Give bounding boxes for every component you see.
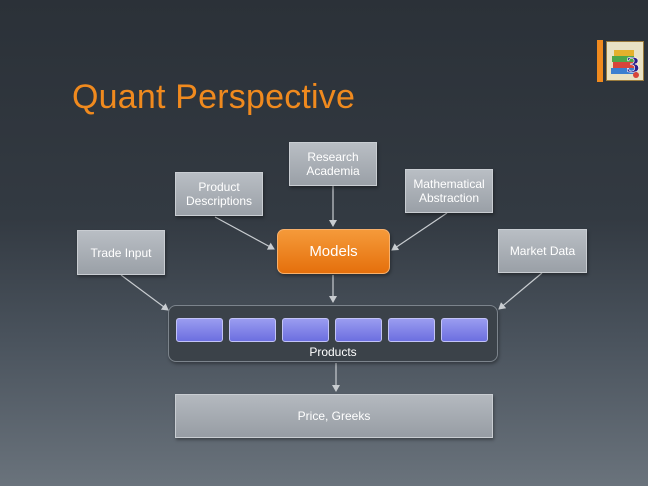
price-greeks-box: Price, Greeks (175, 394, 493, 438)
book-stack-icon: 3 (611, 50, 640, 78)
product-cell (441, 318, 488, 342)
product-cell (335, 318, 382, 342)
arrow-market-to-products (498, 272, 543, 310)
product-cell (282, 318, 329, 342)
arrow-abstraction-to-models (391, 212, 448, 251)
logo-tile: 3 (606, 41, 644, 81)
research-academia-box: Research Academia (289, 142, 377, 186)
product-cell (176, 318, 223, 342)
svg-text:3: 3 (626, 53, 640, 77)
models-box: Models (277, 229, 390, 274)
slide-title: Quant Perspective (72, 78, 356, 116)
arrow-descriptions-to-models (214, 216, 275, 250)
product-cell (388, 318, 435, 342)
trade-input-box: Trade Input (77, 230, 165, 275)
logo-accent-bar (597, 40, 603, 82)
product-cells (176, 318, 488, 342)
product-cell (229, 318, 276, 342)
products-label: Products (309, 345, 357, 359)
book-stack-logo-icon: 3 (597, 40, 645, 82)
market-data-box: Market Data (498, 229, 587, 273)
arrow-trade-to-products (120, 274, 169, 311)
product-descriptions-box: Product Descriptions (175, 172, 263, 216)
products-container: Products (168, 305, 498, 362)
mathematical-abstraction-box: Mathematical Abstraction (405, 169, 493, 213)
